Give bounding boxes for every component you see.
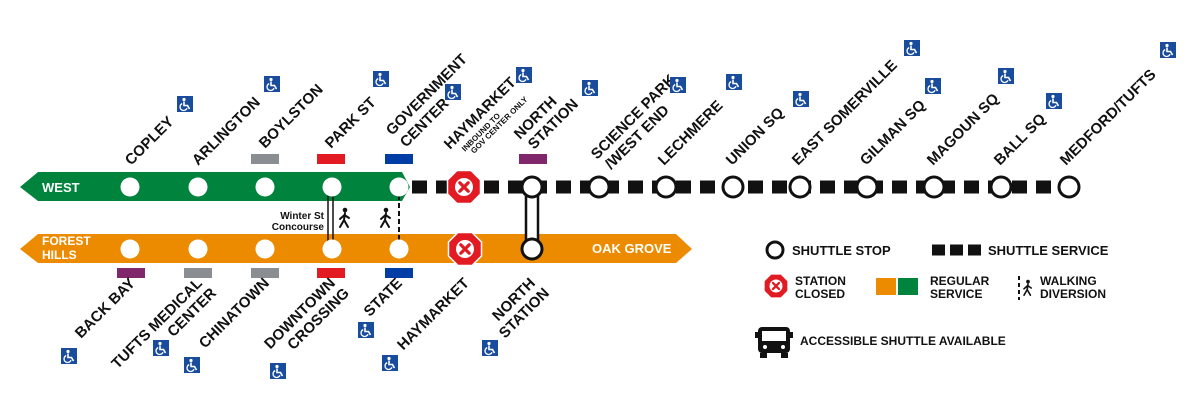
- accessible-icon: [60, 347, 78, 365]
- shuttle-stop: [721, 175, 745, 199]
- accessible-icon: [269, 362, 287, 380]
- accessible-icon: [924, 77, 942, 95]
- connection-tab-red: [317, 268, 345, 278]
- green-station-stop: [188, 177, 208, 197]
- concourse-label-2: Concourse: [272, 222, 325, 233]
- accessible-icon: [1045, 92, 1063, 110]
- green-terminus-label: WEST: [42, 180, 80, 195]
- connection-tab-gray: [184, 268, 212, 278]
- accessible-icon: [444, 83, 462, 101]
- shuttle-stop: [520, 175, 544, 199]
- orange-station-stop: [389, 239, 409, 259]
- green-station-stop: [255, 177, 275, 197]
- connection-tab-blue: [385, 154, 413, 164]
- legend: SHUTTLE STOP SHUTTLE SERVICE STATION CLO…: [755, 240, 1109, 358]
- station-label-state: STATE: [361, 275, 406, 320]
- accessible-icon: [1159, 41, 1177, 59]
- legend-walking-1: WALKING: [1040, 274, 1097, 288]
- connection-tab-gray: [251, 268, 279, 278]
- green-line-bar: [20, 172, 410, 201]
- green-station-stop: [389, 177, 409, 197]
- concourse-label-1: Winter St: [280, 211, 324, 222]
- shuttle-stop: [922, 175, 946, 199]
- accessible-icon: [152, 339, 170, 357]
- connection-tab-blue: [385, 268, 413, 278]
- station-label-back-bay: BACK BAY: [72, 275, 139, 342]
- station-label-gilman-sq: GILMAN SQ: [857, 96, 929, 168]
- accessible-icon: [263, 75, 281, 93]
- walking-icon: [339, 206, 350, 228]
- accessible-icon: [176, 95, 194, 113]
- green-station-stop: [120, 177, 140, 197]
- green-station-stop: [322, 177, 342, 197]
- station-label-park-st: PARK ST: [322, 94, 380, 152]
- orange-terminus-label-1: FOREST: [42, 234, 91, 248]
- accessible-icon: [903, 39, 921, 57]
- connection-tab-purple: [117, 268, 145, 278]
- shuttle-stop: [788, 175, 812, 199]
- shuttle-stop: [587, 175, 611, 199]
- orange-station-stop: [188, 239, 208, 259]
- accessible-icon: [792, 90, 810, 108]
- legend-station-closed-1: STATION: [795, 274, 846, 288]
- connection-tab-purple: [519, 154, 547, 164]
- orange-station-stop: [120, 239, 140, 259]
- walking-icon: [1023, 278, 1032, 297]
- station-label-union-sq: UNION SQ: [723, 104, 788, 169]
- station-closed-icon: [762, 272, 790, 300]
- station-closed-icon: [445, 168, 483, 206]
- legend-regular-green-swatch: [898, 278, 918, 295]
- shuttle-stop: [855, 175, 879, 199]
- orange-terminus-label-2: HILLS: [42, 248, 77, 262]
- legend-regular-service-1: REGULAR: [930, 274, 990, 288]
- shuttle-bus-icon: [755, 327, 793, 358]
- legend-shuttle-stop-label: SHUTTLE STOP: [792, 243, 891, 258]
- accessible-icon: [357, 321, 375, 339]
- accessible-icon: [515, 66, 533, 84]
- station-label-ball-sq: BALL SQ: [991, 110, 1050, 169]
- shuttle-stop: [654, 175, 678, 199]
- station-label-medford-tufts: MEDFORD/TUFTS: [1057, 66, 1160, 169]
- station-closed-icon: [446, 230, 484, 268]
- legend-accessible-shuttle-label: ACCESSIBLE SHUTTLE AVAILABLE: [800, 334, 1006, 348]
- shuttle-stop: [520, 237, 544, 261]
- accessible-icon: [372, 70, 390, 88]
- station-label-haymarket: HAYMARKET: [394, 275, 473, 354]
- legend-walking-2: DIVERSION: [1040, 287, 1106, 301]
- accessible-icon: [997, 67, 1015, 85]
- accessible-icon: [581, 79, 599, 97]
- accessible-icon: [381, 354, 399, 372]
- accessible-icon: [725, 73, 743, 91]
- shuttle-stop: [1057, 175, 1081, 199]
- legend-shuttle-stop-icon: [765, 240, 785, 260]
- orange-station-stop: [322, 239, 342, 259]
- station-label-copley: COPLEY: [122, 113, 178, 169]
- accessible-icon: [669, 76, 687, 94]
- accessible-icon: [481, 339, 499, 357]
- accessible-icon: [183, 356, 201, 374]
- orange-station-stop: [255, 239, 275, 259]
- walking-icon: [380, 206, 391, 228]
- legend-regular-service-2: SERVICE: [930, 287, 982, 301]
- orange-destination-label: OAK GROVE: [592, 241, 672, 256]
- connection-tab-red: [317, 154, 345, 164]
- legend-regular-orange-swatch: [876, 278, 896, 295]
- legend-shuttle-service-label: SHUTTLE SERVICE: [988, 243, 1109, 258]
- connection-tab-gray: [251, 154, 279, 164]
- shuttle-stop: [989, 175, 1013, 199]
- legend-station-closed-2: CLOSED: [795, 287, 845, 301]
